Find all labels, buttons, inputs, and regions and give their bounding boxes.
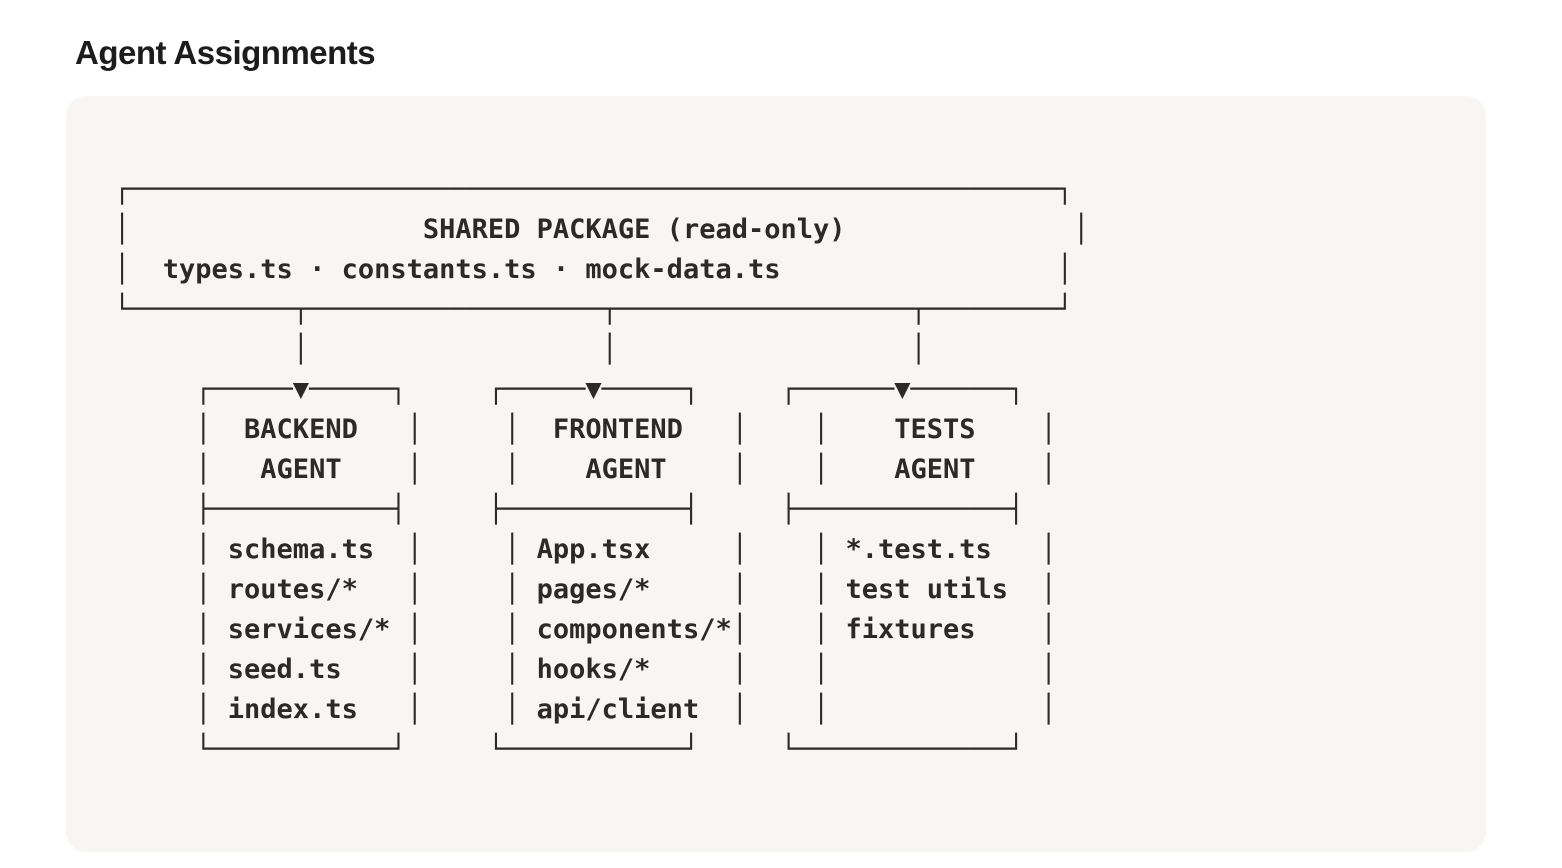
agent-assignments-card: ┌───────────────────────────────────────… <box>66 96 1486 852</box>
page-title: Agent Assignments <box>75 34 376 71</box>
agent-assignments-ascii-diagram: ┌───────────────────────────────────────… <box>114 174 1090 765</box>
